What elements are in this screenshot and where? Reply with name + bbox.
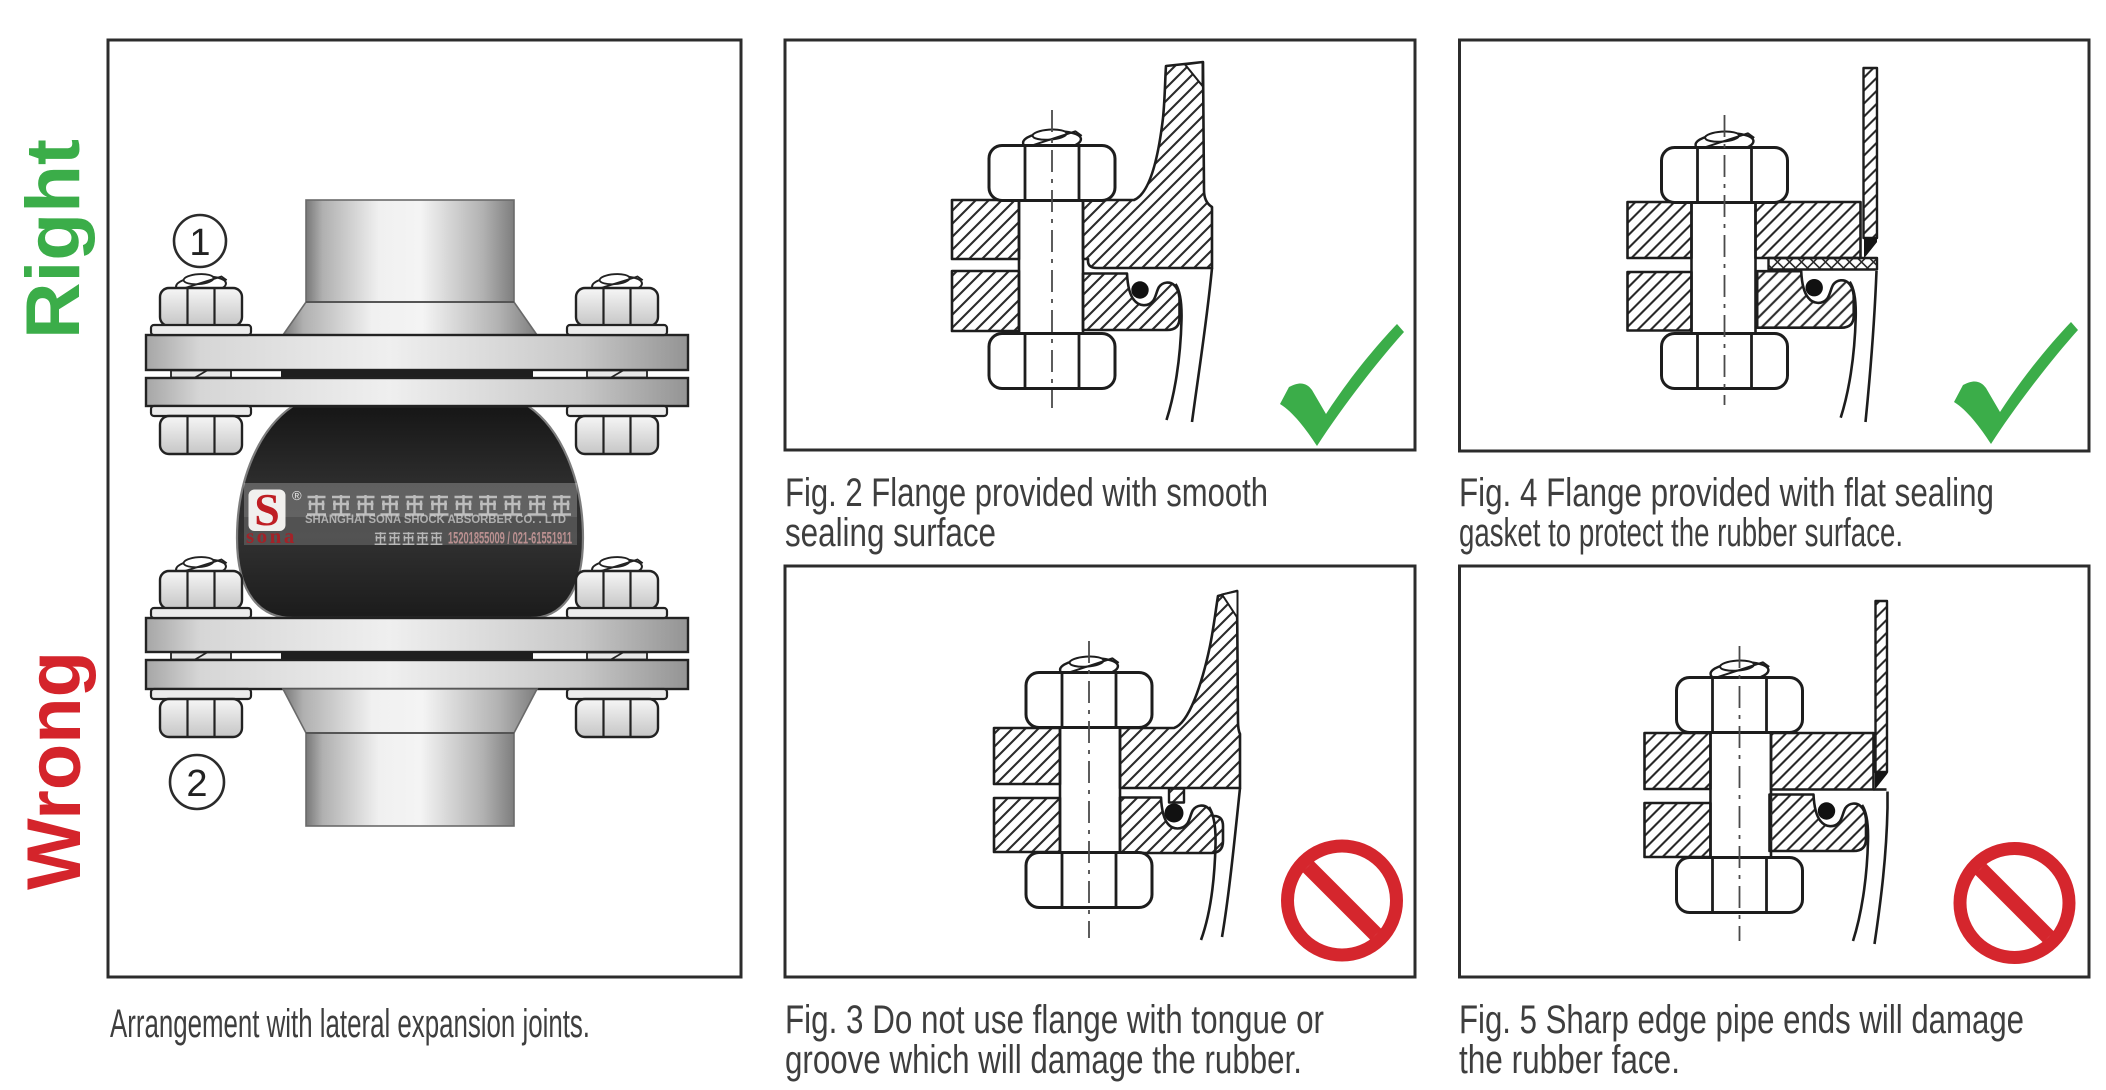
svg-text:15201855009 / 021-61551911: 15201855009 / 021-61551911 [448, 529, 572, 548]
svg-text:Fig. 2 Flange provided with sm: Fig. 2 Flange provided with smooth [785, 471, 1268, 515]
svg-text:SHANGHAI SONA SHOCK ABSORBER C: SHANGHAI SONA SHOCK ABSORBER CO. . LTD [305, 512, 566, 526]
svg-text:2: 2 [186, 763, 207, 805]
svg-text:1: 1 [189, 222, 210, 264]
svg-text:Fig. 4 Flange provided with fl: Fig. 4 Flange provided with flat sealing [1459, 471, 1994, 515]
svg-text:Fig. 3 Do not use flange with: Fig. 3 Do not use flange with tongue or [785, 998, 1324, 1042]
svg-text:Arrangement with lateral expan: Arrangement with lateral expansion joint… [110, 1002, 590, 1046]
svg-text:groove which will damage the r: groove which will damage the rubber. [785, 1038, 1302, 1082]
svg-text:®: ® [292, 488, 302, 503]
svg-text:Wrong: Wrong [12, 651, 97, 890]
svg-text:sealing surface: sealing surface [785, 511, 996, 555]
svg-text:gasket to protect the rubber s: gasket to protect the rubber surface. [1459, 511, 1903, 555]
svg-text:the rubber face.: the rubber face. [1459, 1038, 1680, 1082]
svg-text:sona: sona [246, 524, 297, 548]
svg-text:S: S [254, 484, 280, 535]
svg-text:Right: Right [11, 139, 96, 339]
svg-text:Fig. 5 Sharp edge pipe ends wi: Fig. 5 Sharp edge pipe ends will damage [1459, 998, 2024, 1042]
